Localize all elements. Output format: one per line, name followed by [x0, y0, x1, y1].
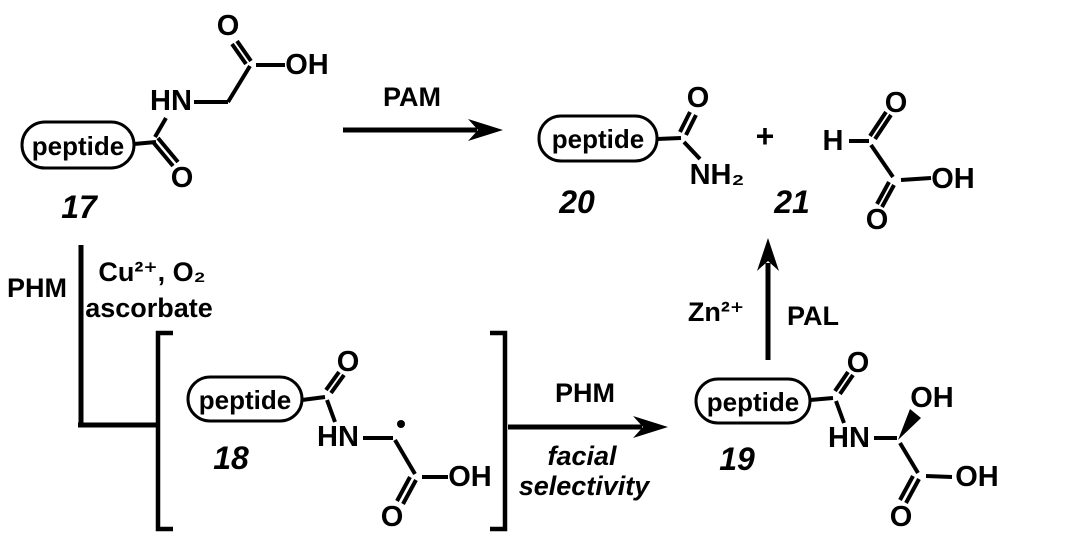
atom-label-o: O [890, 501, 913, 533]
atom-label-o: O [687, 82, 710, 114]
peptide-capsule [20, 120, 136, 170]
note-facial: facial [547, 441, 617, 471]
atom-label-h: H [823, 125, 844, 157]
enzyme-label-pam: PAM [383, 82, 441, 112]
atom-label-oh: OH [285, 49, 329, 81]
note-selectivity: selectivity [519, 471, 652, 501]
bond [898, 441, 920, 475]
double-bond-line [833, 370, 850, 393]
capsule-label: peptide [552, 124, 644, 154]
bond [301, 395, 326, 402]
double-bond-line [880, 184, 896, 208]
double-bond-line [684, 114, 698, 136]
atom-label-o: O [217, 10, 240, 42]
reagents-label-2: ascorbate [85, 293, 213, 323]
double-bond-line [875, 181, 891, 205]
compound-21: H O O OH 21 [773, 87, 975, 236]
double-bond-line [324, 370, 341, 392]
atom-label-nh2: NH₂ [690, 159, 745, 191]
capsule-label: peptide [199, 385, 291, 415]
compound-20: peptide O NH₂ 20 [537, 82, 745, 220]
atom-label-oh: OH [931, 163, 975, 195]
pal-reaction-arrow: Zn²⁺ PAL [688, 238, 839, 360]
peptide-capsule [694, 377, 812, 425]
bond [869, 143, 895, 179]
bond [656, 136, 682, 141]
double-bond-line [151, 140, 175, 168]
capsule-label: peptide [707, 387, 799, 417]
double-bond-line [230, 42, 248, 66]
double-bond-line [156, 136, 180, 164]
bond [393, 438, 417, 476]
compound-number: 18 [213, 440, 249, 476]
atom-label-o: O [381, 501, 404, 533]
double-bond-line [678, 111, 692, 133]
atom-label-hn: HN [317, 421, 359, 453]
reagents-label: Cu²⁺, O₂ [98, 257, 205, 287]
bond [682, 140, 702, 161]
double-bond-line [873, 113, 893, 141]
bracket-right [490, 330, 508, 532]
atom-label-hn: HN [828, 422, 870, 454]
compound-number: 21 [773, 184, 810, 220]
compound-17: peptide O HN O OH 17 [20, 10, 329, 225]
arrowhead [468, 119, 503, 141]
plus-sign: + [756, 118, 775, 154]
double-bond-line [868, 110, 888, 138]
arrowhead [757, 238, 779, 271]
compound-number: 17 [61, 189, 99, 225]
double-bond-line [235, 39, 253, 63]
bond [153, 116, 168, 139]
atom-label-oh: OH [955, 461, 999, 493]
bond [325, 399, 337, 423]
bond [900, 176, 932, 182]
atom-label-hn: HN [150, 85, 192, 117]
bond [809, 396, 834, 402]
enzyme-label-phm: PHM [7, 273, 67, 303]
phm-branch: PHM Cu²⁺, O₂ ascorbate [7, 245, 213, 428]
atom-label-o: O [337, 346, 360, 378]
bond [226, 64, 252, 104]
compound-number: 20 [558, 184, 595, 220]
pam-reaction-arrow: PAM [343, 82, 503, 141]
atom-label-o: O [847, 347, 870, 379]
atom-label-o: O [885, 87, 908, 119]
atom-label-oh: OH [910, 382, 954, 414]
stereo-wedge-bond [898, 409, 921, 440]
enzyme-label-phm: PHM [555, 378, 615, 408]
double-bond-line [401, 479, 418, 505]
compound-number: 19 [719, 441, 755, 477]
double-bond-line [904, 478, 921, 504]
arrowhead [633, 416, 668, 438]
atom-label-oh: OH [448, 461, 492, 493]
bond [133, 140, 157, 146]
compound-18: peptide O HN O OH 18 [186, 346, 492, 533]
phm-reaction-arrow: PHM facial selectivity [508, 378, 668, 501]
double-bond-line [329, 373, 346, 395]
double-bond-line [838, 373, 855, 396]
enzyme-label-pal: PAL [787, 301, 839, 331]
compound-19: peptide O HN OH O OH 19 [694, 347, 999, 533]
bond [834, 400, 846, 424]
radical-dot [397, 420, 405, 428]
bracket-left [155, 330, 173, 532]
cofactor-label-zn: Zn²⁺ [688, 297, 744, 327]
atom-label-o: O [866, 204, 889, 236]
double-bond-line [395, 476, 412, 502]
double-bond-line [898, 475, 915, 501]
capsule-label: peptide [32, 131, 124, 161]
atom-label-o: O [171, 162, 194, 194]
bond [925, 474, 953, 479]
